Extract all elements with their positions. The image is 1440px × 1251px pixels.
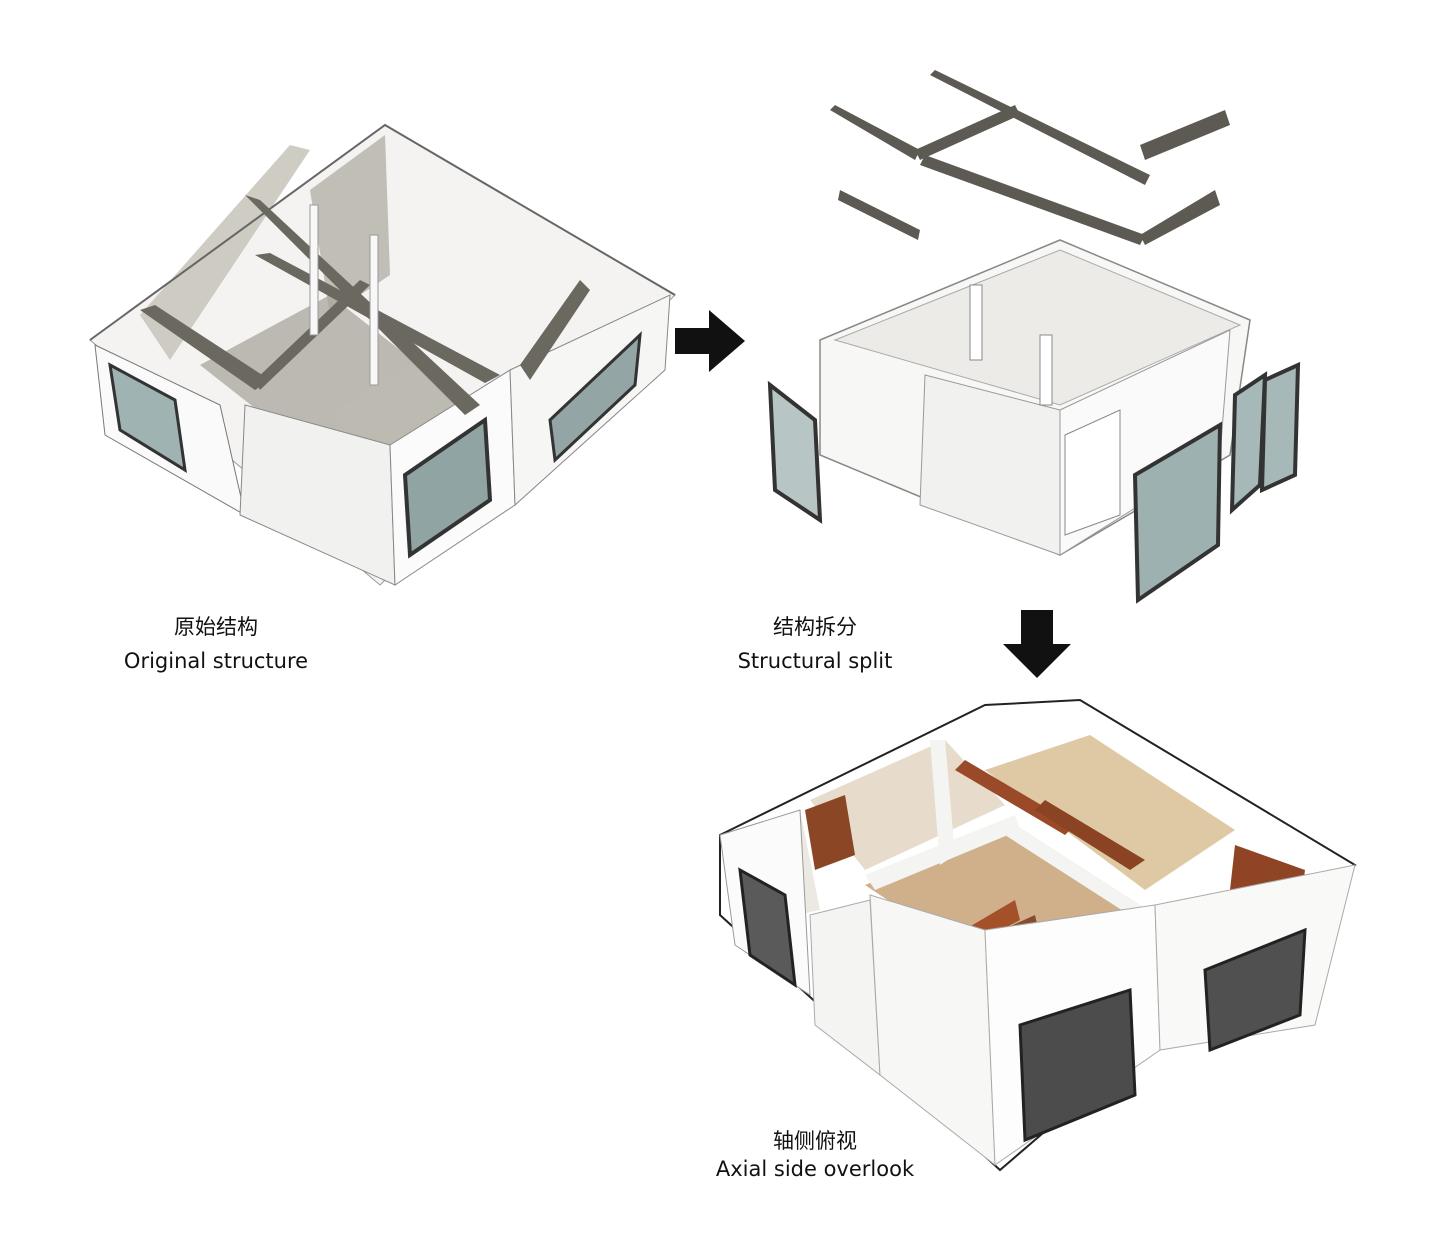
structural-split-model: [767, 70, 1301, 604]
caption-zh: 原始结构: [174, 615, 258, 639]
original-structure-model: [89, 123, 676, 586]
caption-structural-split: 结构拆分 Structural split: [705, 614, 925, 675]
down-arrow-icon: [1003, 610, 1071, 678]
caption-axial-side-overlook: 轴侧俯视 Axial side overlook: [690, 1128, 940, 1183]
caption-original-structure: 原始结构 Original structure: [106, 614, 326, 675]
caption-en: Original structure: [123, 649, 309, 674]
caption-en: Axial side overlook: [715, 1157, 915, 1182]
caption-zh: 轴侧俯视: [773, 1129, 857, 1153]
axial-overlook-render: [719, 698, 1357, 1172]
right-arrow-icon: [675, 310, 745, 372]
caption-zh: 结构拆分: [773, 615, 857, 639]
caption-en: Structural split: [737, 649, 893, 674]
